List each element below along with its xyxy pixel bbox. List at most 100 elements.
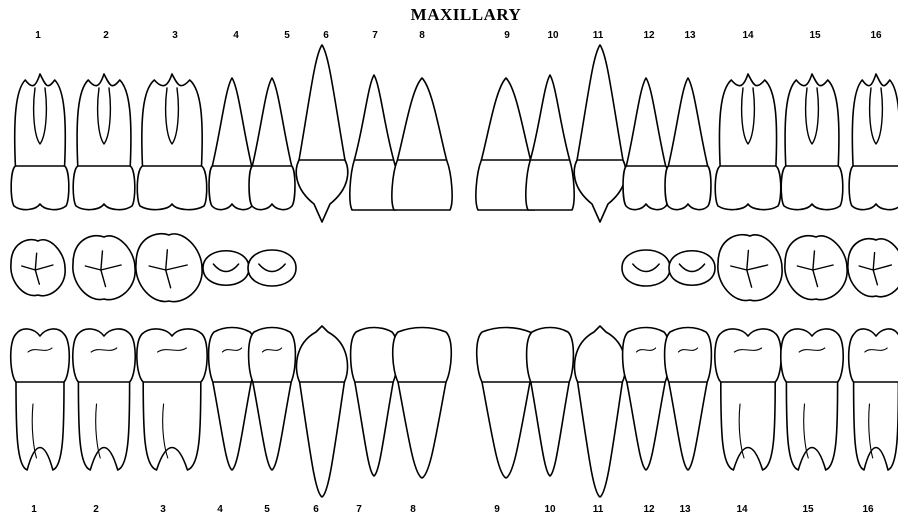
lower-tooth-crown <box>296 326 347 382</box>
lower-tooth-crown <box>393 328 452 383</box>
lower-tooth <box>715 329 781 470</box>
upper-tooth-root <box>397 78 446 160</box>
bottom-tooth-numbers: 12345678910111213141516 <box>31 504 874 515</box>
lower-tooth-root <box>721 382 775 470</box>
occlusal-outline <box>203 251 249 286</box>
upper-tooth-number: 15 <box>809 30 821 41</box>
occlusal-outline <box>622 250 670 286</box>
upper-tooth <box>781 74 843 210</box>
occlusal-views-row <box>11 234 898 302</box>
lower-tooth-number: 12 <box>643 504 655 515</box>
lower-tooth <box>574 326 625 497</box>
lower-tooth-crown <box>351 328 398 383</box>
lower-tooth <box>249 328 296 471</box>
lower-tooth-root <box>669 382 707 470</box>
lower-tooth-crown <box>527 328 574 383</box>
upper-tooth <box>249 78 295 210</box>
upper-tooth-number: 4 <box>233 30 239 41</box>
occlusal-outline <box>136 234 202 302</box>
upper-tooth <box>665 78 711 210</box>
upper-tooth-number: 12 <box>643 30 655 41</box>
upper-tooth <box>392 78 452 210</box>
lower-tooth <box>623 328 670 471</box>
upper-tooth-number: 16 <box>870 30 882 41</box>
lower-tooth-number: 11 <box>593 504 604 515</box>
upper-tooth-crown <box>526 160 574 210</box>
upper-tooth-number: 1 <box>35 30 41 41</box>
lower-tooth-root <box>398 382 446 478</box>
upper-tooth-root <box>15 74 66 166</box>
upper-tooth-crown <box>137 166 206 210</box>
lower-tooth <box>527 328 574 477</box>
lower-tooth <box>665 328 712 471</box>
lower-tooth-root <box>786 382 837 470</box>
lower-tooth-root <box>531 382 569 476</box>
lower-tooth-crown <box>715 329 781 382</box>
lower-tooth-number: 6 <box>313 504 319 515</box>
lower-tooth <box>11 329 70 470</box>
lower-tooth-crown <box>781 329 843 382</box>
upper-tooth-root <box>719 74 776 166</box>
lower-tooth-number: 5 <box>264 504 270 515</box>
upper-tooth-number: 13 <box>684 30 696 41</box>
occlusal-view <box>248 250 296 286</box>
lower-tooth-root <box>143 382 201 470</box>
lower-tooth-crown <box>665 328 712 383</box>
lower-tooth-number: 16 <box>862 504 874 515</box>
lower-tooth-root <box>78 382 129 470</box>
lower-tooth <box>351 328 398 477</box>
lower-tooth-number: 8 <box>410 504 416 515</box>
upper-tooth-crown <box>392 160 452 210</box>
upper-tooth-root <box>77 74 131 166</box>
lower-tooth-number: 13 <box>679 504 691 515</box>
occlusal-view <box>11 240 65 296</box>
upper-tooth-root <box>626 78 665 166</box>
upper-tooth-root <box>142 74 202 166</box>
lower-tooth-root <box>213 382 251 470</box>
lower-tooth <box>781 329 843 470</box>
upper-tooth-root <box>852 74 898 166</box>
lower-tooth-root <box>578 382 623 497</box>
lower-tooth-number: 2 <box>93 504 99 515</box>
upper-tooth <box>350 75 398 210</box>
upper-tooth-crown <box>781 166 843 210</box>
occlusal-outline <box>718 235 782 301</box>
upper-tooth-number: 10 <box>547 30 559 41</box>
lower-tooth-crown <box>249 328 296 383</box>
lower-tooth-number: 10 <box>544 504 556 515</box>
occlusal-outline <box>785 236 847 300</box>
lower-tooth-number: 3 <box>160 504 166 515</box>
occlusal-outline <box>248 250 296 286</box>
upper-tooth-root <box>668 78 707 166</box>
upper-tooth-crown <box>11 166 69 210</box>
upper-tooth-crown <box>249 166 295 210</box>
occlusal-view <box>203 251 249 286</box>
upper-tooth-crown <box>209 166 255 210</box>
upper-tooth-root <box>252 78 291 166</box>
upper-tooth-number: 5 <box>284 30 290 41</box>
lower-tooth-crown <box>137 329 207 382</box>
upper-tooth-root <box>299 45 345 160</box>
upper-tooth-number: 7 <box>372 30 378 41</box>
lower-tooth <box>137 329 207 470</box>
occlusal-view <box>136 234 202 302</box>
upper-tooth-number: 3 <box>172 30 178 41</box>
occlusal-view <box>785 236 847 300</box>
lower-tooth-crown <box>623 328 670 383</box>
lower-tooth-number: 15 <box>802 504 814 515</box>
lower-tooth-root <box>627 382 665 470</box>
upper-tooth-crown <box>296 160 348 222</box>
lower-tooth-number: 7 <box>356 504 362 515</box>
lower-tooth <box>296 326 347 497</box>
upper-tooth <box>574 45 626 222</box>
chart-title: MAXILLARY <box>411 5 522 24</box>
lower-tooth-crown <box>73 329 135 382</box>
lower-teeth-row <box>11 326 898 497</box>
lower-tooth <box>393 328 452 479</box>
occlusal-view <box>718 235 782 301</box>
upper-tooth-crown <box>73 166 135 210</box>
upper-tooth-number: 6 <box>323 30 329 41</box>
occlusal-view <box>669 251 715 286</box>
